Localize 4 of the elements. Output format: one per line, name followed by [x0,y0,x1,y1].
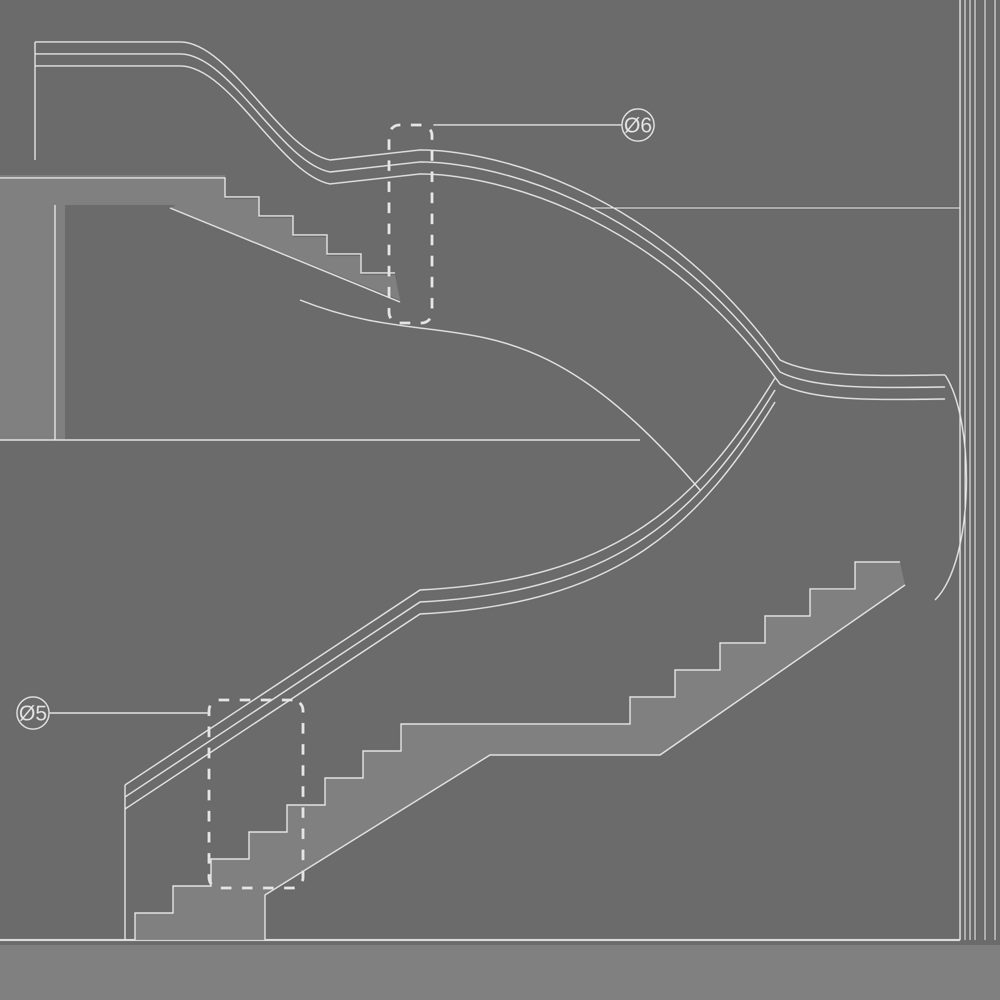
detail-box [208,698,304,890]
leader-line [50,712,208,714]
leader-line [433,124,622,126]
detail-box [388,124,434,324]
